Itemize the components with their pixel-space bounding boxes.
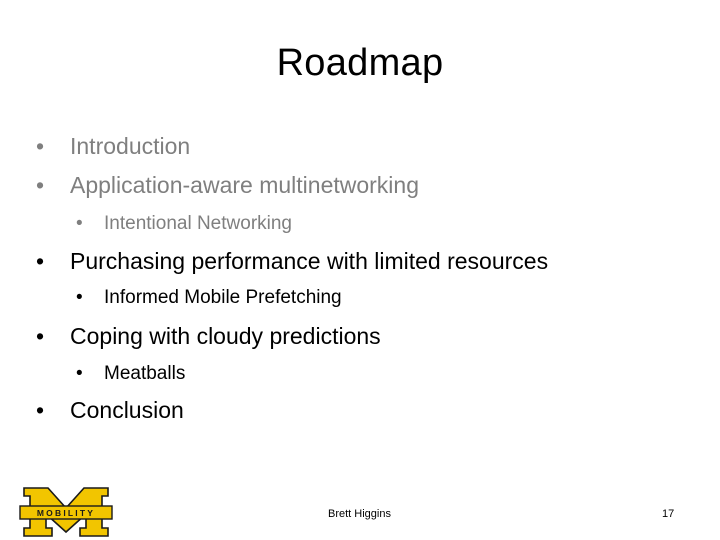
bullet-icon: • — [36, 248, 45, 274]
bullet-item: • Introduction — [36, 133, 190, 160]
bullet-text: Introduction — [70, 133, 191, 159]
logo-banner — [19, 505, 113, 520]
bullet-icon: • — [36, 397, 45, 423]
slide-title: Roadmap — [276, 42, 444, 84]
bullet-icon: • — [36, 172, 45, 198]
bullet-icon: • — [36, 323, 45, 349]
bullet-item: • Application-aware multinetworking — [36, 172, 419, 199]
bullet-icon: • — [36, 133, 45, 159]
bullet-text: Meatballs — [104, 363, 186, 384]
bullet-item: • Coping with cloudy predictions — [36, 323, 381, 350]
bullet-text: Purchasing performance with limited reso… — [70, 248, 549, 274]
bullet-icon: • — [76, 363, 83, 384]
sub-bullet-item: • Intentional Networking — [76, 213, 292, 235]
bullet-text: Informed Mobile Prefetching — [104, 287, 342, 308]
bullet-text: Coping with cloudy predictions — [70, 323, 381, 349]
logo-text: MOBILITY — [37, 508, 95, 518]
bullet-text: Conclusion — [70, 397, 184, 423]
bullet-text: Application-aware multinetworking — [70, 172, 419, 198]
bullet-icon: • — [76, 213, 83, 234]
sub-bullet-item: • Meatballs — [76, 363, 185, 385]
bullet-text: Intentional Networking — [104, 213, 292, 234]
page-number: 17 — [662, 508, 675, 520]
footer-author: Brett Higgins — [328, 508, 391, 520]
bullet-icon: • — [76, 287, 83, 308]
bullet-item: • Purchasing performance with limited re… — [36, 248, 548, 275]
bullet-item: • Conclusion — [36, 397, 184, 424]
sub-bullet-item: • Informed Mobile Prefetching — [76, 287, 342, 309]
block-m-mobility-logo: MOBILITY — [19, 487, 113, 537]
